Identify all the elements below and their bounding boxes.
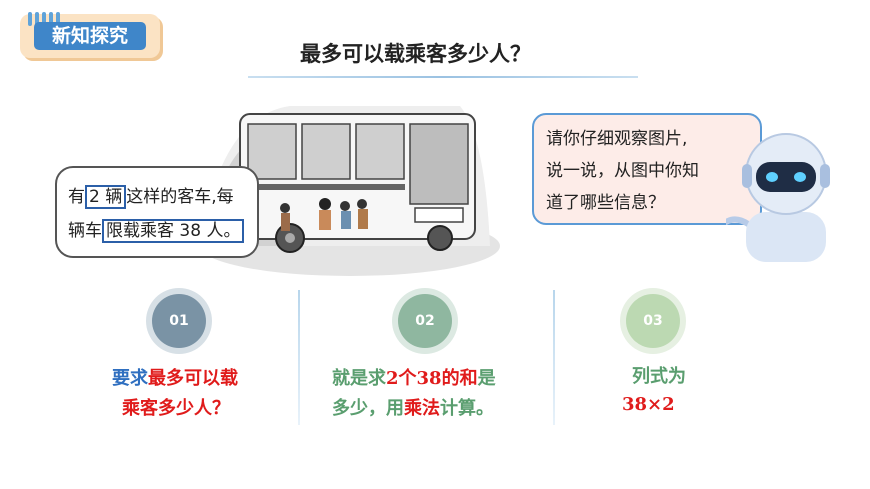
speech-line-1: 请你仔细观察图片, <box>546 129 688 149</box>
step-text: 乘法 <box>404 398 440 419</box>
step-number-03: 03 <box>626 294 680 348</box>
column-divider <box>298 290 300 425</box>
column-divider <box>553 290 555 425</box>
info-bubble <box>55 166 259 258</box>
robot-icon <box>726 133 830 262</box>
info-text: 这样的客车,每 <box>126 187 234 207</box>
step-text: 就是求 <box>332 368 386 389</box>
section-title: 新知探究 <box>34 22 146 50</box>
section-tag: 新知探究 <box>20 12 160 58</box>
question-heading: 最多可以载乘客多少人？ <box>300 42 531 66</box>
step-01-line-2: 乘客多少人？ <box>122 398 230 419</box>
step-number-02: 02 <box>398 294 452 348</box>
info-line-2: 辆车限载乘客 38 人。 <box>68 216 245 243</box>
step-02-line-2: 多少，用乘法计算。 <box>332 394 494 420</box>
step-02-line-1: 就是求2个38的和是 <box>332 364 496 390</box>
info-text: 辆车 <box>68 221 102 241</box>
speech-line-2: 说一说，从图中你知 <box>546 161 699 181</box>
step-01-line-1: 要求最多可以载 <box>112 364 238 390</box>
binder-rings-icon <box>28 12 60 26</box>
step-text: 多少，用 <box>332 398 404 419</box>
step-text: 是 <box>477 368 496 389</box>
info-text: 有 <box>68 187 85 207</box>
step-03-line-1: 列式为 <box>632 366 686 387</box>
info-highlight-passenger-limit: 限载乘客 38 人。 <box>102 219 245 243</box>
step-number-01: 01 <box>152 294 206 348</box>
heading-underline <box>248 76 638 78</box>
step-text: 要求 <box>112 368 148 389</box>
speech-line-3: 道了哪些信息？ <box>546 193 665 213</box>
step-text: 2个38的和 <box>386 368 478 389</box>
info-highlight-bus-count: 2 辆 <box>85 185 127 209</box>
step-text: 计算。 <box>440 398 494 419</box>
children-figures <box>280 198 368 231</box>
step-text: 最多可以载 <box>148 368 238 389</box>
step-03-formula: 38×2 <box>622 394 675 415</box>
